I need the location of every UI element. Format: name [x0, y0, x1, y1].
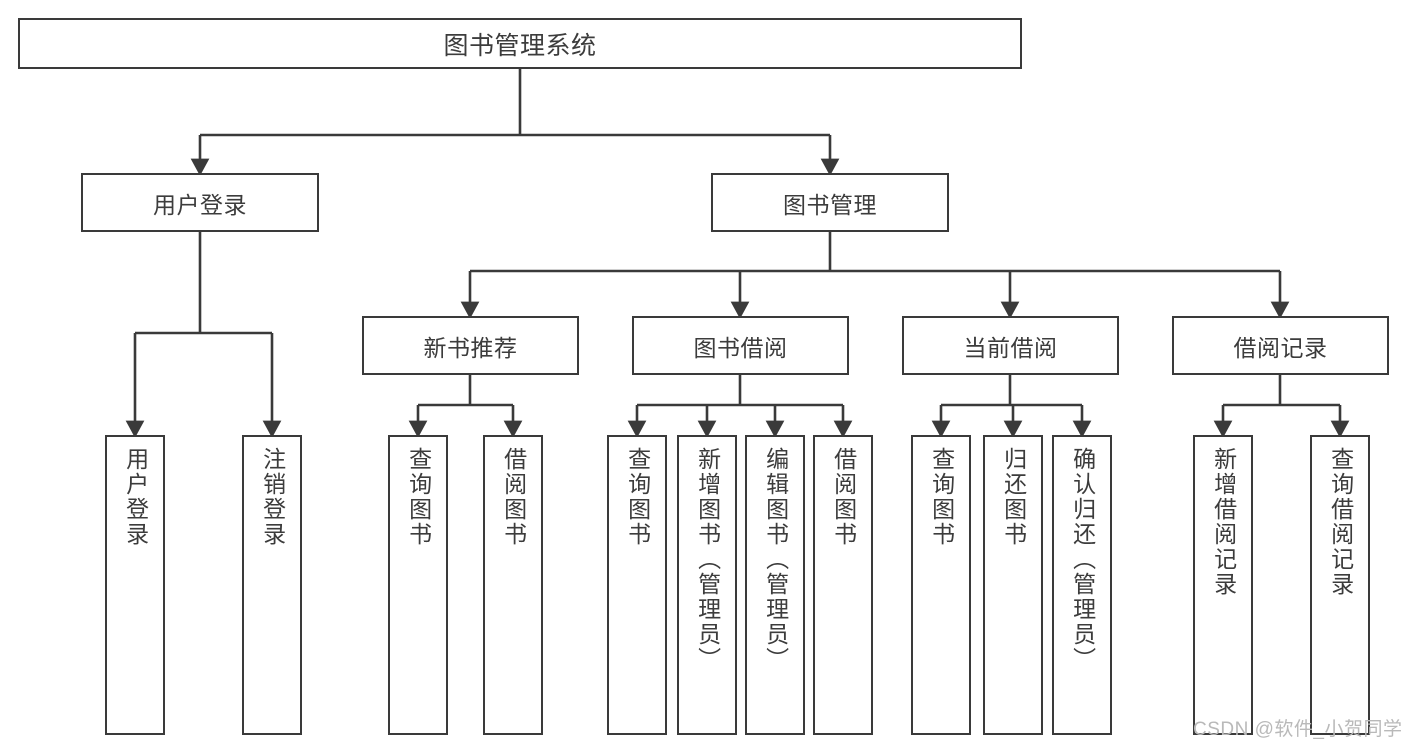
node-leaf-query-record[interactable]: 查询借阅记录	[1310, 435, 1370, 735]
node-leaf-borrow-book-1[interactable]: 借阅图书	[483, 435, 543, 735]
node-leaf-confirm-return[interactable]: 确认归还（管理员）	[1052, 435, 1112, 735]
node-new-book-rec[interactable]: 新书推荐	[362, 316, 579, 375]
node-leaf-add-record-label: 新增借阅记录	[1210, 447, 1237, 597]
node-leaf-query-book-3[interactable]: 查询图书	[911, 435, 971, 735]
node-leaf-query-book-1[interactable]: 查询图书	[388, 435, 448, 735]
node-root-label: 图书管理系统	[443, 31, 597, 60]
node-leaf-user-login[interactable]: 用户登录	[105, 435, 165, 735]
node-new-book-rec-label: 新书推荐	[423, 334, 518, 361]
node-book-manage-label: 图书管理	[783, 191, 877, 218]
node-book-borrow[interactable]: 图书借阅	[632, 316, 849, 375]
node-leaf-edit-book-label: 编辑图书（管理员）	[762, 447, 789, 672]
node-leaf-borrow-book-2-label: 借阅图书	[830, 447, 857, 547]
node-leaf-query-book-1-label: 查询图书	[405, 447, 432, 547]
node-user-login[interactable]: 用户登录	[81, 173, 319, 232]
node-leaf-return-book[interactable]: 归还图书	[983, 435, 1043, 735]
node-book-borrow-label: 图书借阅	[693, 334, 788, 361]
node-leaf-logout[interactable]: 注销登录	[242, 435, 302, 735]
node-root[interactable]: 图书管理系统	[18, 18, 1022, 69]
node-leaf-confirm-return-label: 确认归还（管理员）	[1069, 447, 1096, 672]
node-leaf-query-book-2[interactable]: 查询图书	[607, 435, 667, 735]
node-leaf-edit-book[interactable]: 编辑图书（管理员）	[745, 435, 805, 735]
node-leaf-query-book-2-label: 查询图书	[624, 447, 651, 547]
node-leaf-query-record-label: 查询借阅记录	[1327, 447, 1354, 597]
node-book-manage[interactable]: 图书管理	[711, 173, 949, 232]
csdn-watermark: CSDN @软件_小贺同学	[1193, 719, 1403, 740]
node-user-login-label: 用户登录	[153, 191, 247, 218]
node-leaf-borrow-book-2[interactable]: 借阅图书	[813, 435, 873, 735]
node-leaf-logout-label: 注销登录	[259, 447, 286, 547]
node-leaf-add-record[interactable]: 新增借阅记录	[1193, 435, 1253, 735]
node-current-borrow-label: 当前借阅	[963, 334, 1058, 361]
node-current-borrow[interactable]: 当前借阅	[902, 316, 1119, 375]
node-leaf-add-book[interactable]: 新增图书（管理员）	[677, 435, 737, 735]
node-leaf-borrow-book-1-label: 借阅图书	[500, 447, 527, 547]
node-leaf-user-login-label: 用户登录	[122, 447, 149, 547]
node-borrow-record-label: 借阅记录	[1233, 334, 1328, 361]
node-leaf-query-book-3-label: 查询图书	[928, 447, 955, 547]
node-leaf-return-book-label: 归还图书	[1000, 447, 1027, 547]
node-leaf-add-book-label: 新增图书（管理员）	[694, 447, 721, 672]
node-borrow-record[interactable]: 借阅记录	[1172, 316, 1389, 375]
